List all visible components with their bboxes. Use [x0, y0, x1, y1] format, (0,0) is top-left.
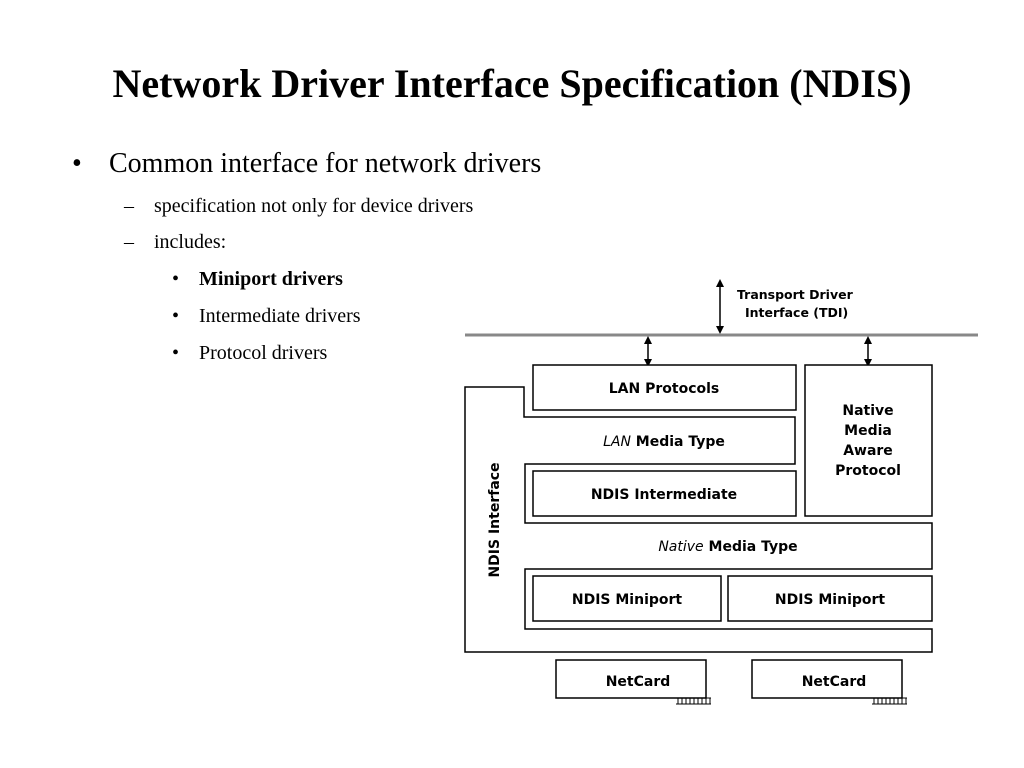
- slide-title: Network Driver Interface Specification (…: [112, 61, 912, 106]
- native-protocol-line-1: Native: [842, 403, 893, 419]
- ndis-miniport-box-2: [727, 575, 933, 622]
- netcard-label-2: NetCard: [802, 674, 867, 690]
- lan-protocols-label: LAN Protocols: [609, 381, 720, 397]
- bullet-marker: •: [172, 305, 180, 327]
- bullet-marker: •: [172, 268, 180, 290]
- bullet-text: Common interface for network drivers: [109, 148, 542, 179]
- tdi-label-line2: Interface (TDI): [745, 305, 848, 320]
- tdi-label-line1: Transport Driver: [737, 287, 854, 302]
- native-protocol-line-2: Media: [844, 423, 892, 439]
- ndis-miniport-label-1: NDIS Miniport: [572, 592, 683, 608]
- bullet-marker: •: [172, 342, 180, 364]
- native-media-type-label: Native Media Type: [658, 539, 797, 555]
- ndis-architecture-diagram: Transport Driver Interface (TDI) LAN Pro…: [464, 279, 978, 705]
- bullet-marker: •: [72, 148, 82, 179]
- subbullet-text: specification not only for device driver…: [154, 195, 474, 217]
- list-item-text: Protocol drivers: [199, 342, 328, 364]
- ndis-miniport-label-2: NDIS Miniport: [775, 592, 886, 608]
- lan-media-type-label: LAN Media Type: [603, 434, 725, 450]
- dash-marker: –: [124, 195, 134, 217]
- lan-protocols-box: [532, 364, 797, 411]
- ndis-miniport-box-1: [532, 575, 722, 622]
- ndis-intermediate-box: [532, 470, 797, 517]
- native-protocol-line-3: Aware: [843, 443, 893, 459]
- netcard-pins-2: [873, 698, 907, 704]
- native-protocol-line-4: Protocol: [835, 463, 901, 479]
- netcard-pins-1: [677, 698, 711, 704]
- subbullet-text: includes:: [154, 231, 227, 253]
- ndis-interface-outline: [464, 386, 933, 653]
- list-item-text: Intermediate drivers: [199, 305, 361, 327]
- ndis-intermediate-label: NDIS Intermediate: [591, 487, 737, 503]
- native-protocol-box: [804, 364, 933, 517]
- netcard-label-1: NetCard: [606, 674, 671, 690]
- list-item-text: Miniport drivers: [199, 268, 343, 290]
- ndis-interface-label: NDIS Interface: [487, 462, 503, 577]
- dash-marker: –: [124, 231, 134, 253]
